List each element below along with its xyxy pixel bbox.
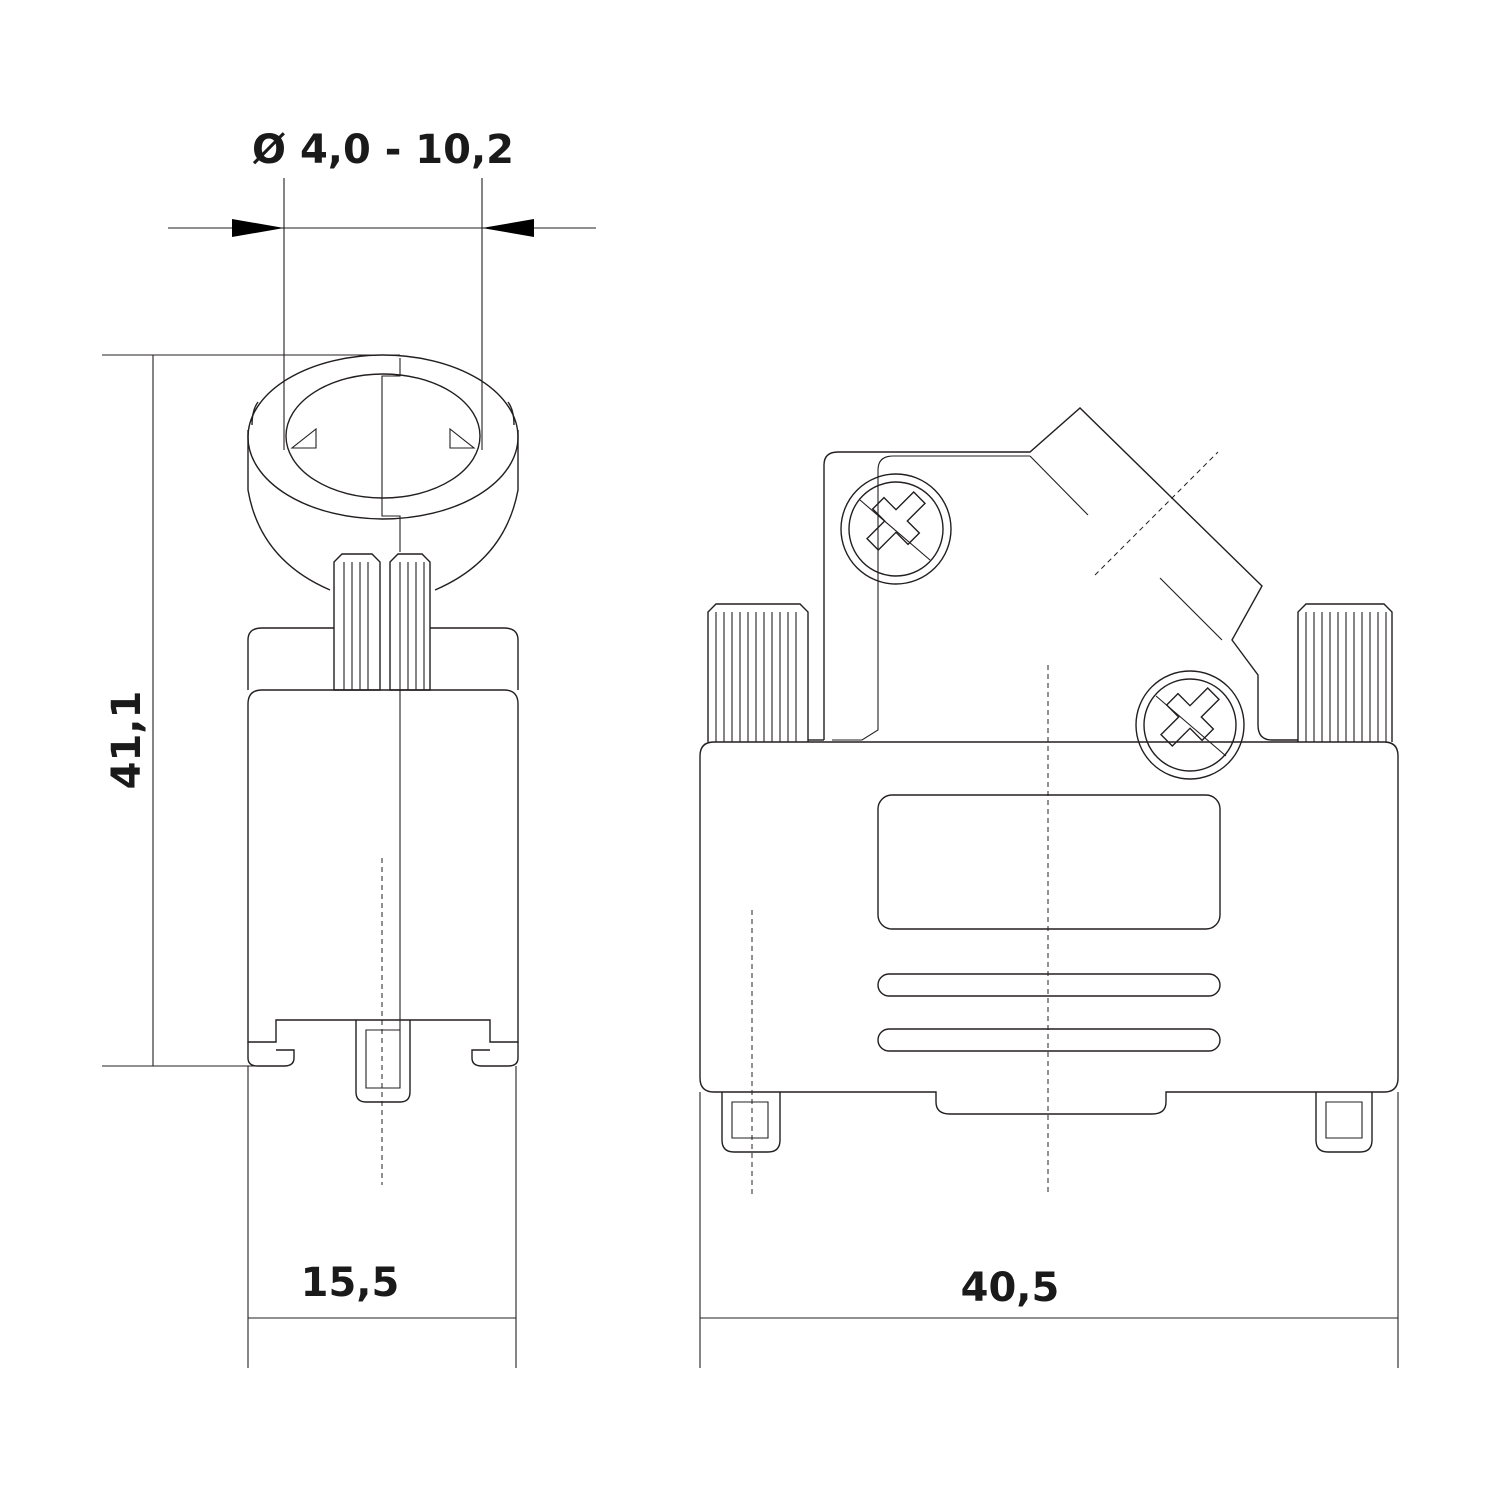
dim-label-height: 41,1 [104,691,150,790]
cable-ring [247,354,519,591]
dim-label-diameter: Ø 4,0 - 10,2 [252,127,514,173]
right-knurled-nut [1297,603,1393,742]
knurled-screw-side [333,553,431,691]
dim-front-width: 40,5 [699,1092,1399,1368]
grip-ridge-lower [877,1028,1221,1052]
grip-ridge-upper [877,973,1221,997]
dim-label-front-width: 40,5 [961,1265,1060,1311]
left-knurled-nut [707,603,809,742]
dim-label-side-width: 15,5 [301,1260,400,1306]
front-body [699,741,1399,1115]
side-pin [355,1020,411,1103]
side-body [247,689,519,1067]
screw-lower-right [1135,670,1245,780]
arrow-left [232,219,284,237]
arrow-right [482,219,534,237]
front-view [699,407,1399,1195]
side-view [247,354,519,1185]
dim-side-width: 15,5 [247,1066,517,1368]
front-pin-right [1315,1092,1373,1153]
dim-height: 41,1 [102,354,400,1067]
hood [808,407,1298,741]
side-shoulder [247,627,519,690]
front-pin-left [721,1092,781,1153]
dim-cable-diameter: Ø 4,0 - 10,2 [168,127,596,450]
label-window [877,794,1221,930]
screw-upper-left [840,473,952,585]
